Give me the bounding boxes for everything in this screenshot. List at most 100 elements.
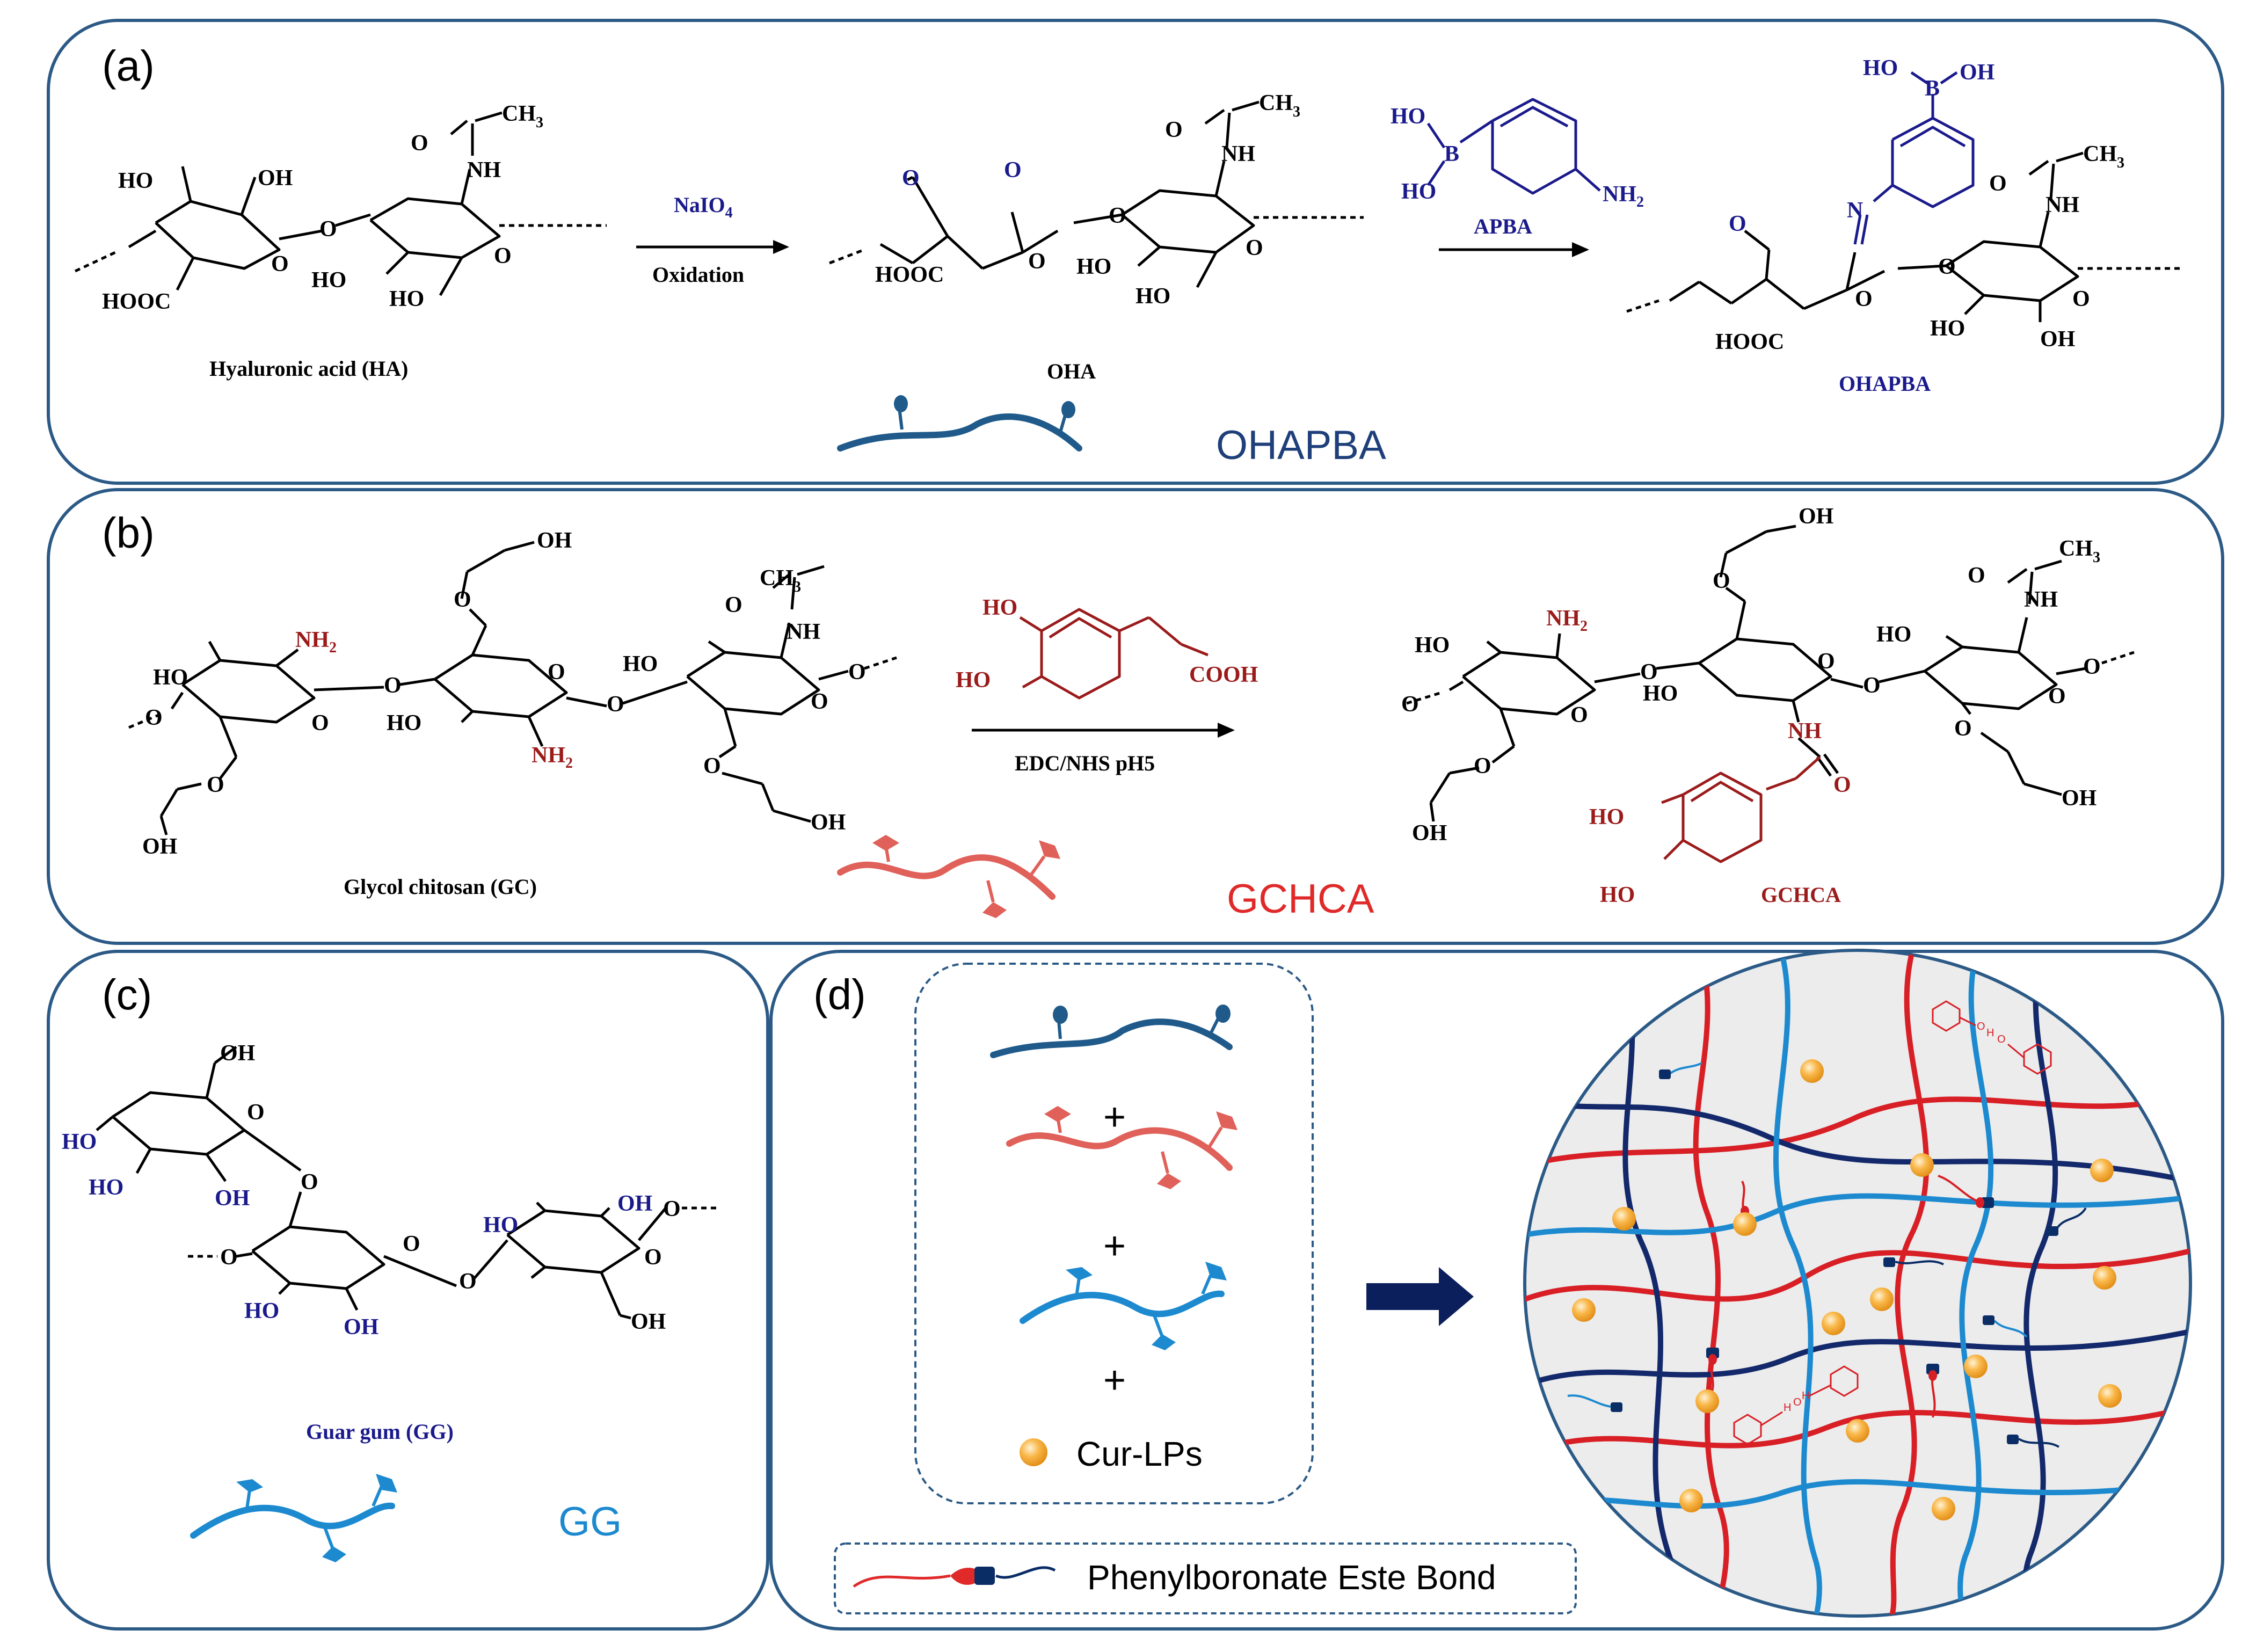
ohapba-big-label: OHAPBA (1216, 423, 1386, 468)
legend-box (834, 1542, 1577, 1614)
svg-text:HO: HO (1391, 104, 1425, 129)
svg-text:O: O (145, 705, 163, 730)
svg-text:OH: OH (215, 1186, 250, 1211)
svg-text:O: O (220, 1245, 238, 1270)
svg-text:HO: HO (1643, 681, 1678, 706)
catechol-o1: O (1977, 1021, 1985, 1032)
svg-text:O: O (1713, 569, 1730, 593)
svg-text:O: O (644, 1245, 662, 1270)
svg-text:O: O (1028, 249, 1046, 274)
svg-text:HO: HO (982, 595, 1017, 620)
svg-text:HO: HO (1401, 179, 1436, 204)
svg-text:O: O (494, 244, 512, 268)
ohapba-chain-icon (837, 395, 1082, 452)
svg-text:O: O (703, 754, 721, 778)
ohapba-structure: HO OH B N O O O O HOOC HO OH NH O CH3 (1626, 56, 2180, 354)
svg-text:CH3: CH3 (2059, 536, 2100, 566)
svg-text:HO: HO (244, 1299, 279, 1323)
svg-text:NH2: NH2 (532, 743, 573, 772)
component-gchca-icon (1006, 1106, 1238, 1189)
gg-big-label: GG (558, 1499, 622, 1545)
gchca-chain-icon (837, 835, 1060, 918)
gchca-structure: HO NH2 O O O OH O HO NH O HO HO O HO O N… (1401, 504, 2135, 907)
svg-text:O: O (1855, 287, 1873, 311)
svg-text:NH: NH (2046, 193, 2079, 217)
svg-text:OH: OH (1412, 821, 1447, 846)
svg-text:O: O (607, 692, 624, 717)
svg-text:O: O (247, 1100, 265, 1125)
svg-text:O: O (1570, 703, 1588, 727)
ha-caption: Hyaluronic acid (HA) (209, 356, 408, 381)
svg-text:NH: NH (787, 620, 820, 644)
svg-text:O: O (1968, 563, 1985, 588)
svg-text:OH: OH (1799, 504, 1833, 529)
svg-text:HO: HO (387, 711, 421, 736)
gchca-caption: GCHCA (1761, 883, 1841, 907)
svg-text:OH: OH (142, 834, 177, 859)
svg-text:O: O (2083, 654, 2101, 679)
svg-text:O: O (725, 593, 743, 617)
ohapba-caption: OHAPBA (1839, 372, 1931, 396)
svg-text:O: O (548, 660, 565, 685)
svg-text:NH: NH (467, 158, 501, 183)
svg-text:CH3: CH3 (760, 566, 801, 595)
svg-text:OH: OH (617, 1191, 652, 1216)
svg-text:OH: OH (537, 528, 572, 553)
svg-text:OH: OH (220, 1041, 255, 1066)
svg-text:HOOC: HOOC (1715, 330, 1784, 354)
svg-text:CH3: CH3 (1259, 91, 1300, 120)
svg-text:N: N (1847, 198, 1863, 223)
svg-text:O: O (301, 1170, 318, 1195)
svg-text:COOH: COOH (1189, 663, 1258, 687)
svg-text:HO: HO (311, 268, 346, 293)
components-box (914, 963, 1314, 1504)
assembly-arrow (1366, 1267, 1474, 1326)
svg-text:O: O (663, 1197, 681, 1221)
panel-c-frame (47, 950, 769, 1631)
gchca-big-label: GCHCA (1227, 876, 1374, 922)
svg-text:HO: HO (1863, 56, 1898, 81)
svg-text:HO: HO (1876, 622, 1911, 647)
gg-structure: OH O HO HO OH O O O HO OH O HO OH O O OH (62, 1041, 719, 1340)
catechol-dimer-2 (1733, 1365, 1859, 1445)
svg-text:O: O (454, 587, 471, 612)
catechol-o3: O (1793, 1396, 1802, 1408)
svg-text:O: O (1938, 254, 1956, 279)
catechol-h1: H (1986, 1027, 1994, 1039)
svg-text:O: O (848, 660, 866, 685)
catechol-o2: O (1997, 1034, 2006, 1045)
svg-text:O: O (411, 131, 428, 156)
svg-text:O: O (311, 711, 329, 736)
svg-text:HO: HO (1076, 254, 1111, 279)
svg-text:OH: OH (258, 166, 293, 191)
svg-text:O: O (1863, 673, 1881, 698)
svg-text:HO: HO (118, 169, 153, 193)
network-cur-lps (1572, 1059, 2122, 1520)
svg-text:O: O (271, 252, 289, 276)
plus-sign-2: + (1103, 1225, 1126, 1268)
ha-structure: HO OH O O O HOOC HO HO NH O CH3 (74, 101, 607, 314)
panel-d-letter: (d) (813, 971, 866, 1018)
svg-text:NH2: NH2 (295, 628, 337, 656)
legend-label: Phenylboronate Este Bond (1087, 1558, 1496, 1597)
arrow3-condition: EDC/NHS pH5 (1015, 751, 1155, 775)
svg-text:HO: HO (1135, 284, 1170, 309)
svg-text:OH: OH (1960, 60, 1994, 85)
svg-text:HO: HO (153, 665, 188, 690)
svg-text:O: O (1401, 692, 1419, 717)
gc-structure: HO NH2 O O O OH O OH O HO NH2 O HO O NH … (128, 528, 897, 859)
gg-caption: Guar gum (GG) (306, 1420, 454, 1444)
svg-text:O: O (811, 689, 828, 714)
panel-a-frame (47, 19, 2224, 485)
cur-lps-label: Cur-LPs (1076, 1435, 1203, 1473)
svg-text:O: O (1729, 212, 1746, 236)
panel-c-letter: (c) (102, 971, 152, 1018)
svg-text:O: O (459, 1269, 477, 1294)
arrow1-reagent: NaIO4 (674, 193, 733, 221)
panel-a-letter: (a) (102, 42, 155, 90)
svg-text:HO: HO (1589, 805, 1624, 829)
svg-text:O: O (2048, 684, 2066, 709)
svg-text:CH3: CH3 (502, 101, 543, 131)
svg-text:O: O (1474, 754, 1491, 778)
